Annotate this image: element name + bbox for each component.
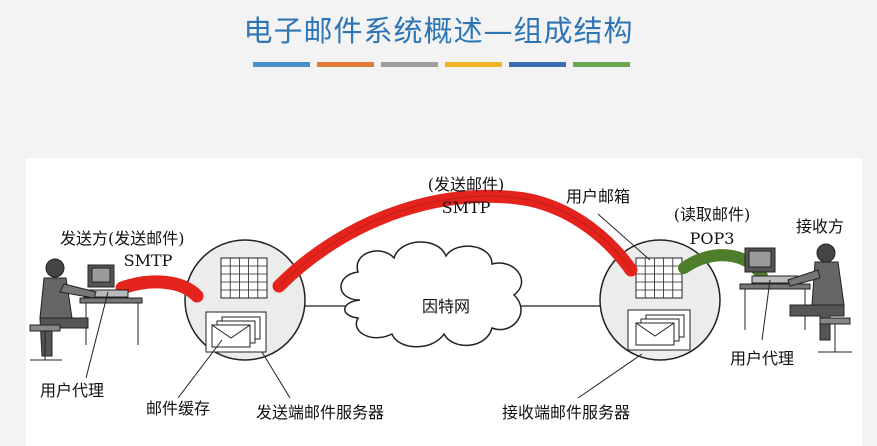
- pipe-outline: [278, 195, 632, 287]
- accent-bar: [509, 62, 566, 67]
- receiver-label: 接收方: [796, 217, 844, 236]
- server-send-label: (发送邮件): [428, 175, 505, 194]
- smtp-pipe-servers: [272, 189, 638, 293]
- internet-cloud: [340, 241, 523, 348]
- receiver-person-icon: [739, 243, 852, 353]
- accent-bar: [381, 62, 438, 67]
- receive-envelope-icon: [635, 314, 685, 346]
- receiver-agent-label: 用户代理: [730, 349, 794, 368]
- sender-smtp-label: SMTP: [124, 251, 173, 270]
- send-grid-lines: [221, 258, 267, 298]
- read-mail-label: (读取邮件): [674, 205, 751, 224]
- pointer-lines: [85, 213, 771, 399]
- sender-person-icon: [29, 258, 143, 361]
- send-envelope-icon: [211, 316, 261, 348]
- accent-bar: [253, 62, 310, 67]
- send-server: [184, 239, 306, 361]
- accent-bar: [573, 62, 630, 67]
- slide-title: 电子邮件系统概述—组成结构: [243, 14, 634, 48]
- receive-server-label: 接收端邮件服务器: [502, 403, 630, 422]
- accent-bar: [317, 62, 374, 67]
- accent-bars: [253, 62, 630, 67]
- receive-grid-lines: [636, 258, 682, 298]
- sender-label: 发送方(发送邮件): [60, 229, 185, 248]
- send-server-mailbox-grid: [220, 257, 268, 299]
- send-server-label: 发送端邮件服务器: [256, 403, 384, 422]
- pop3-label: POP3: [690, 229, 735, 248]
- accent-bar: [445, 62, 502, 67]
- internet-label: 因特网: [422, 297, 470, 316]
- user-mailbox-label: 用户邮箱: [566, 187, 630, 206]
- server-smtp-label: SMTP: [442, 198, 491, 217]
- mail-cache-label: 邮件缓存: [146, 399, 210, 418]
- sender-agent-label: 用户代理: [40, 381, 104, 400]
- user-mailbox-grid: [635, 257, 683, 299]
- smtp-pipe-sender: [115, 275, 204, 303]
